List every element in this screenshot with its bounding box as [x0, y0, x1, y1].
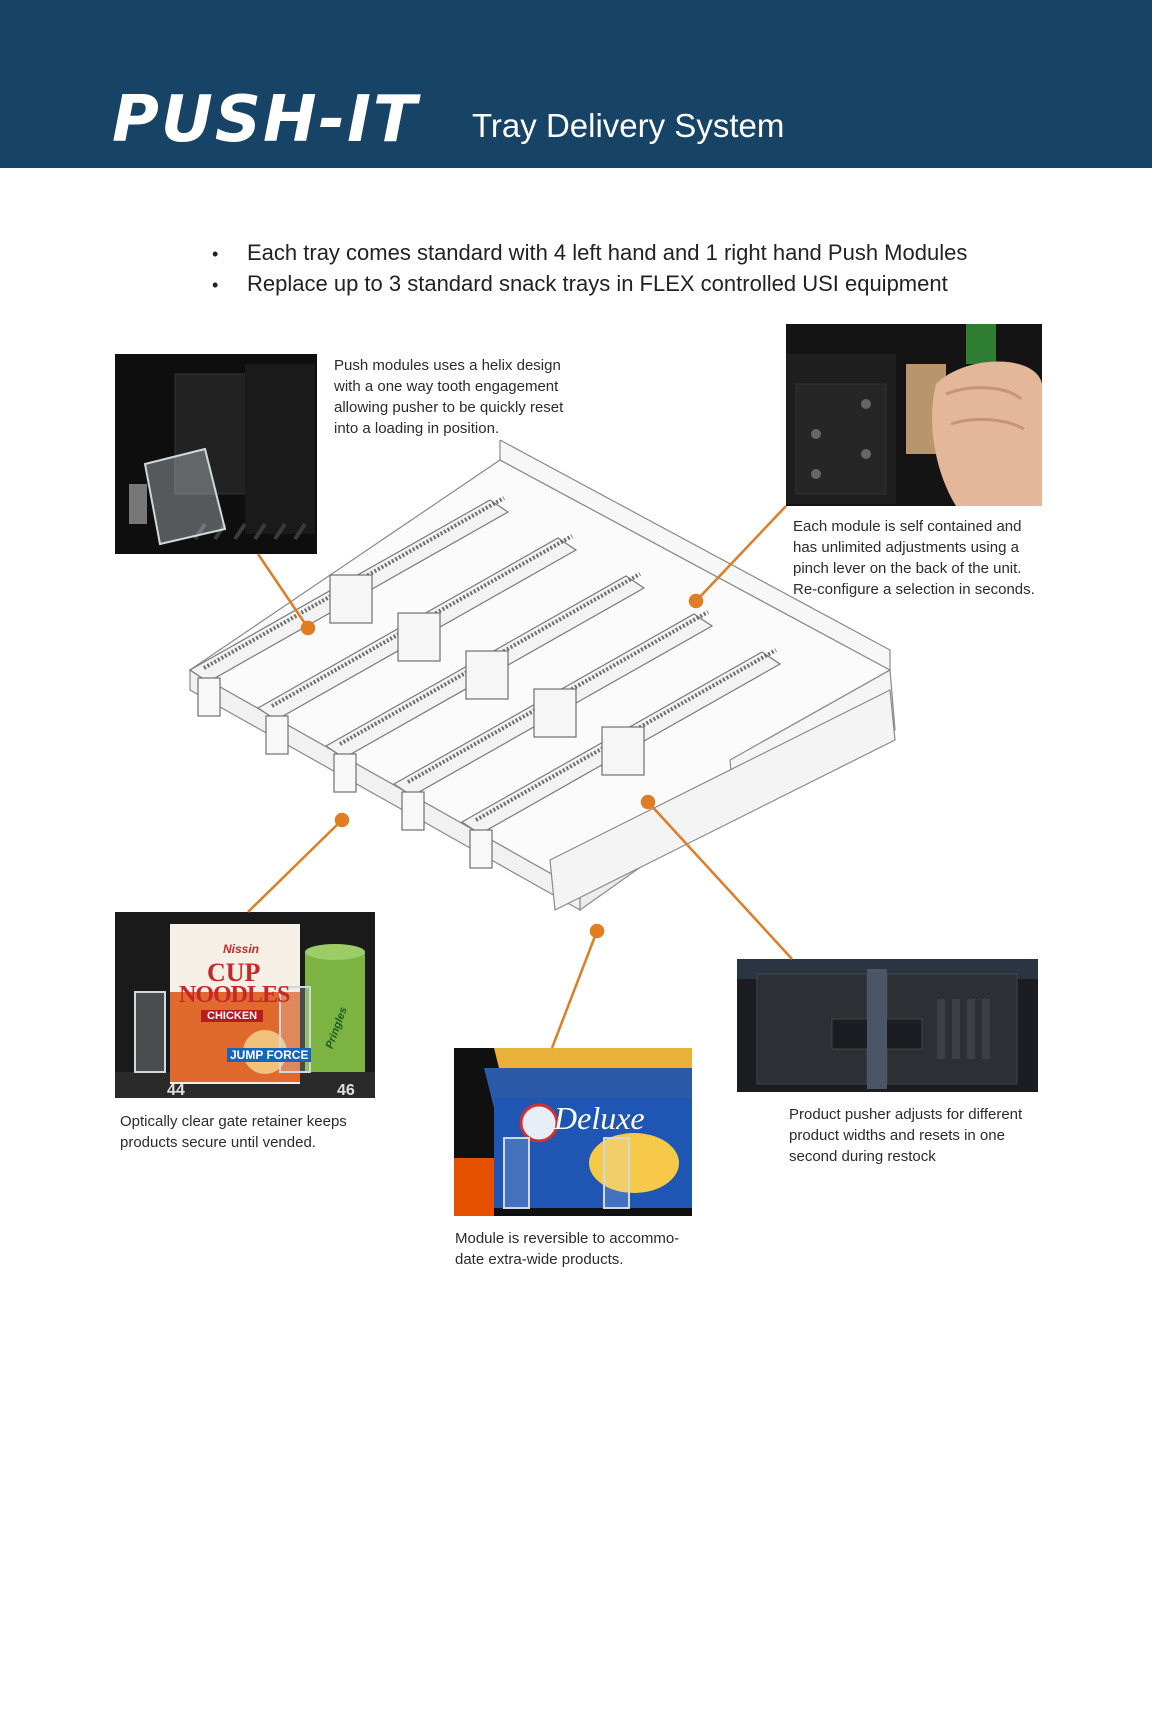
mac-brand-label: Deluxe — [554, 1100, 645, 1136]
slot-number-left: 44 — [167, 1082, 185, 1098]
callout-line: Module is reversible to accommo- — [455, 1230, 680, 1247]
reversible-callout: Module is reversible to accommo- date ex… — [455, 1228, 679, 1270]
callout-line: Product pusher adjusts for different — [789, 1106, 1023, 1123]
callout-line: Re-configure a selection in seconds. — [793, 581, 1035, 598]
pusher-block — [465, 650, 509, 700]
bullet-item: • Each tray comes standard with 4 left ha… — [212, 238, 967, 269]
front-gate — [333, 753, 357, 793]
push-module-rails — [188, 496, 782, 869]
page-subtitle: Tray Delivery System — [472, 107, 785, 144]
bullet-text: Each tray comes standard with 4 left han… — [247, 240, 968, 265]
pusher-block — [533, 688, 577, 738]
front-gate — [265, 715, 289, 755]
callout-line: product widths and resets in one — [789, 1127, 1005, 1144]
callout-line: pinch lever on the back of the unit. — [793, 560, 1022, 577]
pusher-block — [601, 726, 645, 776]
pusher-block — [329, 574, 373, 624]
bullet-dot-icon: • — [212, 244, 219, 264]
tray-diagram — [188, 440, 896, 912]
pusher-photo — [737, 959, 1038, 1092]
callout-line: second during restock — [789, 1148, 936, 1165]
slot-number-right: 46 — [337, 1082, 355, 1098]
front-gate — [469, 829, 493, 869]
pusher-block — [397, 612, 441, 662]
noodles-brand-label: Nissin — [223, 942, 260, 956]
bullet-dot-icon: • — [212, 275, 219, 295]
pusher-callout: Product pusher adjusts for different pro… — [789, 1104, 1022, 1167]
callout-line: has unlimited adjustments using a — [793, 539, 1019, 556]
front-gate — [401, 791, 425, 831]
noodles-photo: Nissin CUP NOODLES CHICKEN JUMP FORCE Pr… — [115, 912, 375, 1098]
callout-line: date extra-wide products. — [455, 1251, 624, 1268]
callout-line: products secure until vended. — [120, 1134, 316, 1151]
noodles-flavor-label: CHICKEN — [201, 1010, 264, 1022]
callout-line: Optically clear gate retainer keeps — [120, 1113, 347, 1130]
callout-line: Push modules uses a helix design — [334, 357, 561, 374]
noodles-title-line2: NOODLES — [179, 982, 290, 1008]
module-callout: Each module is self contained and has un… — [793, 516, 1035, 600]
helix-callout: Push modules uses a helix design with a … — [334, 355, 563, 439]
bullet-text: Replace up to 3 standard snack trays in … — [247, 271, 948, 296]
header-banner: PUSH-IT Tray Delivery System — [0, 0, 1152, 168]
callout-line: Each module is self contained and — [793, 518, 1022, 535]
gate-callout: Optically clear gate retainer keeps prod… — [120, 1111, 347, 1153]
helix-photo — [115, 354, 317, 554]
front-gate — [197, 677, 221, 717]
mac-cheese-photo: Deluxe — [454, 1048, 692, 1216]
pinch-lever-photo — [786, 324, 1042, 506]
brand-logo: PUSH-IT — [112, 83, 419, 157]
callout-line: with a one way tooth engagement — [334, 378, 559, 395]
callout-line: into a loading in position. — [334, 420, 500, 437]
noodles-title-line1: CUP — [207, 958, 261, 987]
feature-bullets: • Each tray comes standard with 4 left ha… — [212, 238, 967, 300]
noodles-promo-label: JUMP FORCE — [227, 1048, 312, 1062]
bullet-item: • Replace up to 3 standard snack trays in… — [212, 269, 967, 300]
callout-line: allowing pusher to be quickly reset — [334, 399, 564, 416]
